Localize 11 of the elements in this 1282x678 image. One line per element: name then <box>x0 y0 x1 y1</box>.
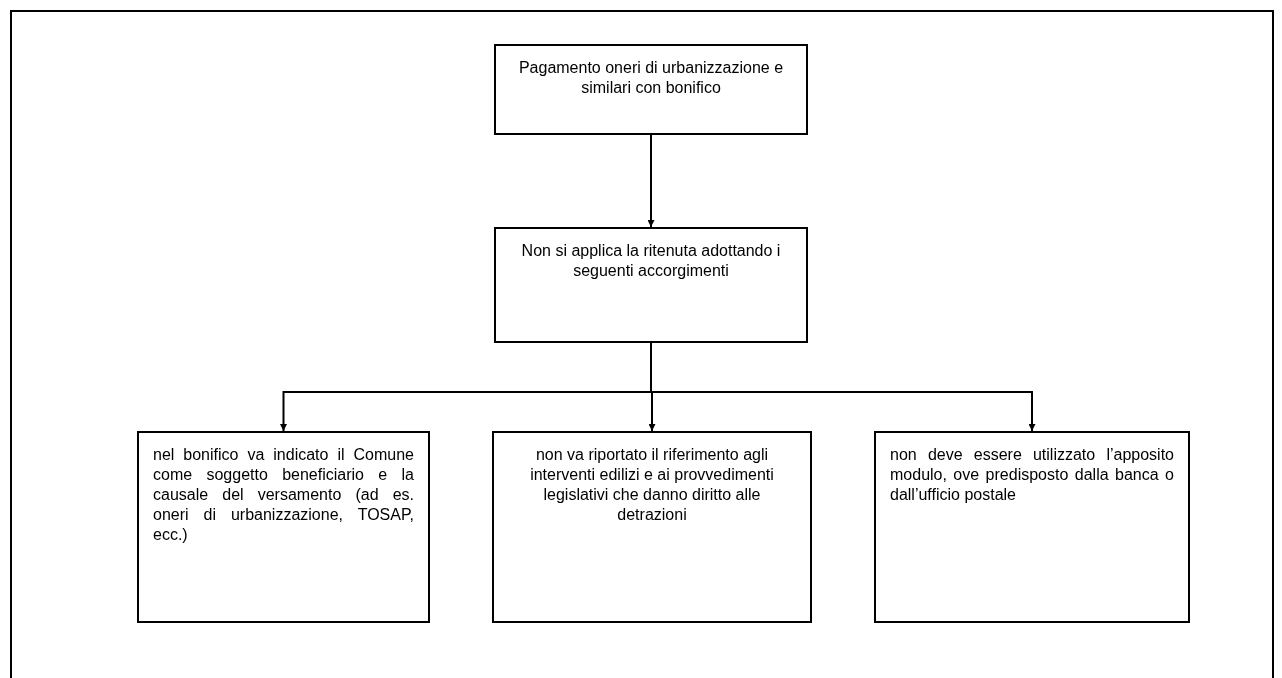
box-text: non va riportato il riferimento agli interventi edilizi e ai provvedimenti legislativi che danno diritto alle detrazioni <box>529 445 775 525</box>
box-text: Non si applica la ritenuta adottando i seguenti accorgimenti <box>520 241 782 281</box>
process-box <box>492 431 812 623</box>
process-box <box>874 431 1190 623</box>
process-box <box>137 431 430 623</box>
connector-arrow <box>647 134 655 228</box>
process-box <box>494 227 808 343</box>
box-text: nel bonifico va indicato il Comune come soggetto beneficiario e la causale del versamento (ad es. oneri di urbanizzazione, TOSAP, ecc.) <box>153 445 414 545</box>
process-box <box>494 44 808 135</box>
box-text: Pagamento oneri di urbanizzazione e similari con bonifico <box>517 58 785 98</box>
box-text: non deve essere utilizzato l’apposito modulo, ove predisposto dalla banca o dall’ufficio postale <box>890 445 1174 505</box>
